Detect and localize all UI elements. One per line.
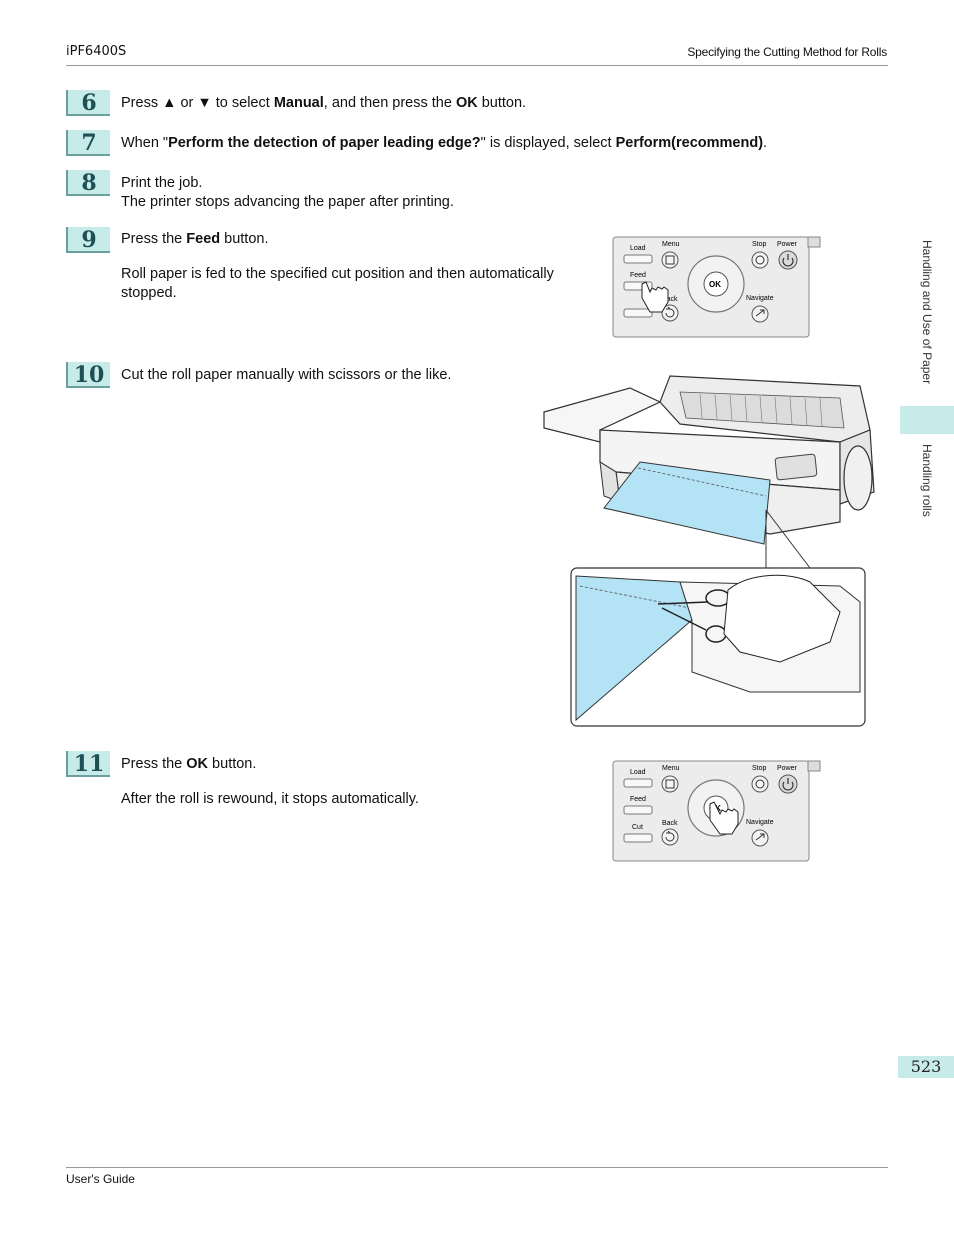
header-divider bbox=[66, 65, 888, 66]
panel2-label-stop: Stop bbox=[752, 765, 767, 772]
panel-label-stop: Stop bbox=[752, 241, 767, 248]
page-number: 523 bbox=[898, 1056, 954, 1078]
step-6-t2: , and then press the bbox=[323, 95, 456, 111]
step-9-feed: Feed bbox=[186, 231, 221, 247]
step-10-text: Cut the roll paper manually with scissor… bbox=[121, 367, 452, 383]
step-number-11: 11 bbox=[66, 751, 110, 777]
footer-divider bbox=[66, 1167, 888, 1168]
hand-holding-scissors bbox=[723, 574, 841, 663]
header-section-title: Specifying the Cutting Method for Rolls bbox=[687, 45, 887, 59]
footer-guide-title: User's Guide bbox=[66, 1172, 135, 1186]
step-number-9: 9 bbox=[66, 227, 110, 253]
step-7-option: Perform(recommend) bbox=[615, 135, 764, 151]
side-tab-marker bbox=[900, 406, 954, 434]
printer-cutting-illustration bbox=[543, 375, 875, 727]
step-7-t2: " is displayed, select bbox=[480, 135, 616, 151]
panel-label-navigate: Navigate bbox=[746, 295, 774, 302]
panel2-label-back: Back bbox=[662, 820, 678, 827]
step-8-line1: Print the job. bbox=[121, 175, 203, 191]
step-6-manual: Manual bbox=[273, 95, 324, 111]
step-9-detail: Roll paper is fed to the specified cut p… bbox=[121, 266, 554, 301]
step-9-t2: button. bbox=[220, 231, 269, 247]
panel-label-back: Back bbox=[662, 296, 678, 303]
step-8-text: Print the job. The printer stops advanci… bbox=[121, 174, 454, 212]
pointing-hand-icon bbox=[709, 801, 739, 835]
step-7-text: When "Perform the detection of paper lea… bbox=[121, 134, 767, 153]
step-11-text: Press the OK button. After the roll is r… bbox=[121, 755, 591, 809]
step-6-ok: OK bbox=[455, 95, 478, 111]
step-11-ok: OK bbox=[186, 756, 209, 772]
step-9-t1: Press the bbox=[121, 231, 187, 247]
side-subsection-label: Handling rolls bbox=[920, 444, 934, 517]
step-7-t1: When " bbox=[121, 135, 169, 151]
step-11-detail: After the roll is rewound, it stops auto… bbox=[121, 791, 419, 807]
step-number-8: 8 bbox=[66, 170, 110, 196]
step-7-t3: . bbox=[763, 135, 768, 151]
step-9-text: Press the Feed button. Roll paper is fed… bbox=[121, 230, 601, 303]
step-6-t3: button. bbox=[477, 95, 527, 111]
step-6-t1: Press ▲ or ▼ to select bbox=[121, 95, 274, 111]
step-8-line2: The printer stops advancing the paper af… bbox=[121, 194, 454, 210]
panel-label-menu: Menu bbox=[662, 241, 680, 248]
control-panel-ok-figure: Load Feed Cut Menu Back OK Stop Power Na… bbox=[612, 760, 821, 862]
step-number-6: 6 bbox=[66, 90, 110, 116]
step-6-text: Press ▲ or ▼ to select Manual, and then … bbox=[121, 94, 526, 113]
step-11-t1: Press the bbox=[121, 756, 187, 772]
side-chapter-label: Handling and Use of Paper bbox=[920, 240, 934, 385]
panel2-label-cut: Cut bbox=[632, 824, 643, 831]
step-7-prompt: Perform the detection of paper leading e… bbox=[168, 135, 481, 151]
panel-label-power: Power bbox=[777, 241, 798, 248]
step-number-7: 7 bbox=[66, 130, 110, 156]
panel-label-feed: Feed bbox=[630, 272, 646, 279]
panel2-label-feed: Feed bbox=[630, 796, 646, 803]
header-model: iPF6400S bbox=[66, 44, 127, 59]
panel2-label-load: Load bbox=[630, 769, 646, 776]
pointing-hand-icon bbox=[641, 281, 669, 313]
panel2-label-navigate: Navigate bbox=[746, 819, 774, 826]
panel-label-load: Load bbox=[630, 245, 646, 252]
panel2-label-power: Power bbox=[777, 765, 798, 772]
panel-ok-label: OK bbox=[709, 280, 721, 289]
step-11-t2: button. bbox=[208, 756, 257, 772]
control-panel-feed-figure: Load Feed Menu Back OK Stop Power Naviga… bbox=[612, 236, 821, 338]
step-number-10: 10 bbox=[66, 362, 110, 388]
panel2-label-menu: Menu bbox=[662, 765, 680, 772]
